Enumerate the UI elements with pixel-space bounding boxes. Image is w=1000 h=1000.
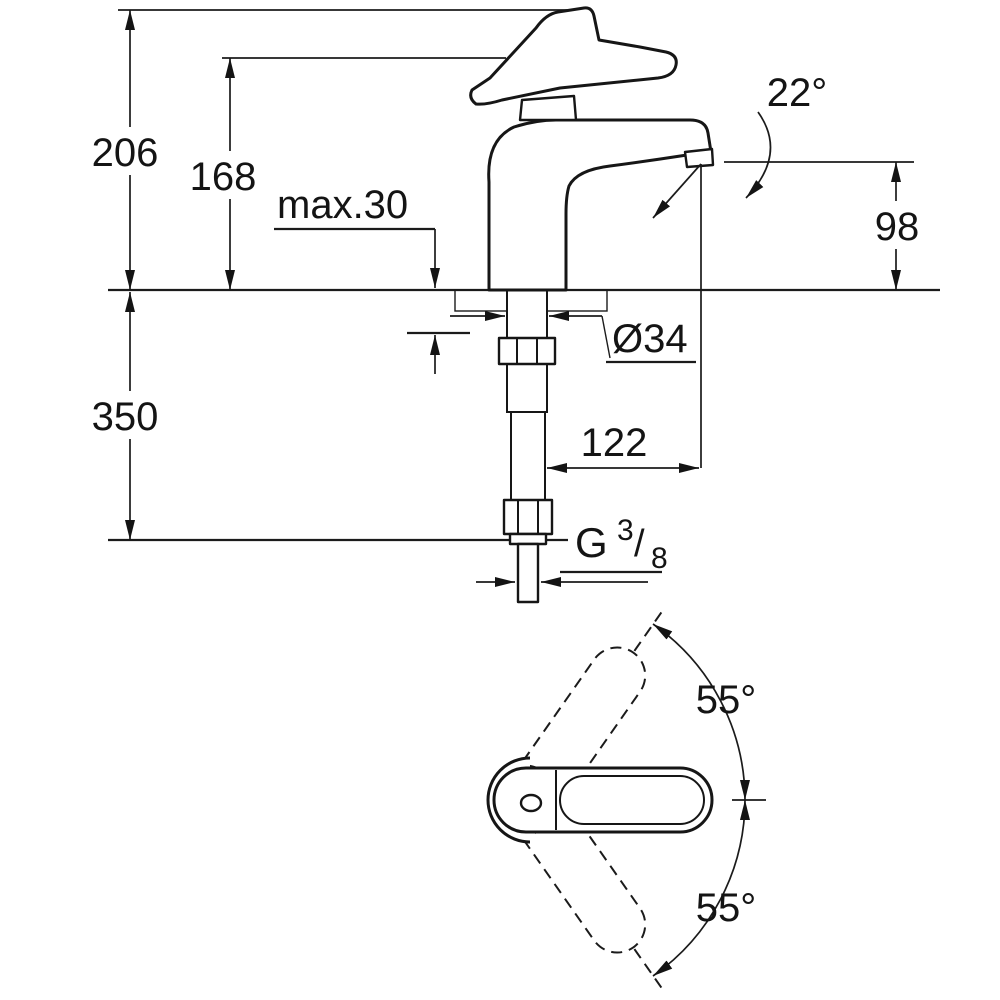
dim-label-122: 122 [581, 421, 648, 465]
dimension-168: 168 [184, 58, 262, 290]
dimension-g38: G 3 / 8 [476, 514, 668, 587]
thread-numerator: 3 [617, 514, 634, 547]
thread-slash: / [634, 523, 645, 565]
dimension-122: 122 [547, 421, 699, 473]
swivel-arc-up [652, 623, 750, 801]
counter-section-right [546, 289, 608, 312]
dimension-98: 98 [869, 162, 927, 290]
dim-label-22deg: 22° [767, 71, 828, 115]
dimension-350: 350 [85, 292, 165, 540]
hose-connector-nut [502, 498, 554, 536]
spout-aerator [683, 147, 715, 169]
handle-plan-outline [492, 766, 714, 834]
counter-section-left [454, 289, 508, 312]
dim-label-55deg-up: 55° [696, 678, 757, 722]
handle-plan-inner [559, 775, 705, 825]
handle-pivot-detail [519, 793, 543, 813]
faucet-lever [469, 6, 678, 106]
dimension-22deg: 22° [652, 71, 828, 468]
side-view: 206 168 max.30 [85, 6, 940, 604]
flow-direction-arrow [652, 163, 702, 219]
angle-arc [745, 111, 772, 199]
dim-label-168: 168 [190, 155, 257, 199]
dimension-206: 206 [86, 10, 164, 290]
thread-letter: G [575, 519, 608, 566]
handle-cartridge [518, 94, 578, 122]
swivel-arc-down [652, 799, 750, 977]
connector-collar [508, 532, 548, 546]
faucet-body [487, 118, 713, 292]
dimension-d34: Ø34 [450, 311, 696, 364]
dim-label-206: 206 [92, 131, 159, 175]
top-view: 55° 55° [486, 607, 766, 993]
thread-denominator: 8 [651, 542, 668, 575]
mounting-nut [497, 336, 557, 366]
flexible-hose [510, 411, 546, 501]
dim-label-max30: max.30 [277, 183, 408, 227]
connection-tube [516, 542, 540, 604]
dim-label-55deg-down: 55° [696, 886, 757, 930]
dim-label-98: 98 [875, 205, 920, 249]
dim-label-350: 350 [92, 395, 159, 439]
dim-label-d34: Ø34 [612, 317, 688, 361]
dimension-max30: max.30 [274, 183, 470, 374]
